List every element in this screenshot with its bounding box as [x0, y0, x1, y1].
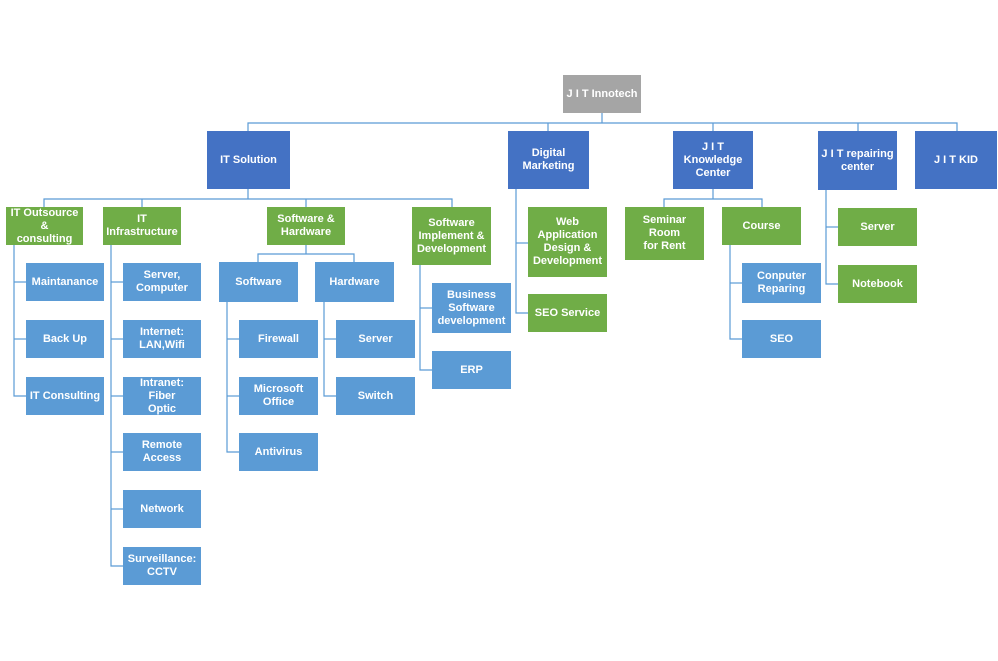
node-jit-kid: J I T KID — [915, 131, 997, 189]
node-software: Software — [219, 262, 298, 302]
node-it-solution: IT Solution — [207, 131, 290, 189]
node-it-consulting: IT Consulting — [26, 377, 104, 415]
node-seo: SEO — [742, 320, 821, 358]
node-remote-access: Remote Access — [123, 433, 201, 471]
node-seo-service: SEO Service — [528, 294, 607, 332]
node-internet: Internet: LAN,Wifi — [123, 320, 201, 358]
node-seminar-room: Seminar Room for Rent — [625, 207, 704, 260]
node-web-application: Web Application Design & Development — [528, 207, 607, 277]
node-antivirus: Antivirus — [239, 433, 318, 471]
node-it-outsource: IT Outsource & consulting — [6, 207, 83, 245]
node-digital-marketing: Digital Marketing — [508, 131, 589, 189]
node-network: Network — [123, 490, 201, 528]
node-repair-server: Server — [838, 208, 917, 246]
node-switch: Switch — [336, 377, 415, 415]
node-knowledge-center: J I T Knowledge Center — [673, 131, 753, 189]
node-repairing-center: J I T repairing center — [818, 131, 897, 190]
node-erp: ERP — [432, 351, 511, 389]
node-server-computer: Server, Computer — [123, 263, 201, 301]
node-computer-reparing: Conputer Reparing — [742, 263, 821, 303]
node-course: Course — [722, 207, 801, 245]
node-back-up: Back Up — [26, 320, 104, 358]
node-microsoft-office: Microsoft Office — [239, 377, 318, 415]
node-notebook: Notebook — [838, 265, 917, 303]
node-root: J I T Innotech — [563, 75, 641, 113]
node-business-software: Business Software development — [432, 283, 511, 333]
node-hardware: Hardware — [315, 262, 394, 302]
node-software-hardware: Software & Hardware — [267, 207, 345, 245]
node-it-infrastructure: IT Infrastructure — [103, 207, 181, 245]
node-software-implement: Software Implement & Development — [412, 207, 491, 265]
node-surveillance: Surveillance: CCTV — [123, 547, 201, 585]
node-maintanance: Maintanance — [26, 263, 104, 301]
node-firewall: Firewall — [239, 320, 318, 358]
node-intranet: Intranet: Fiber Optic — [123, 377, 201, 415]
node-hw-server: Server — [336, 320, 415, 358]
